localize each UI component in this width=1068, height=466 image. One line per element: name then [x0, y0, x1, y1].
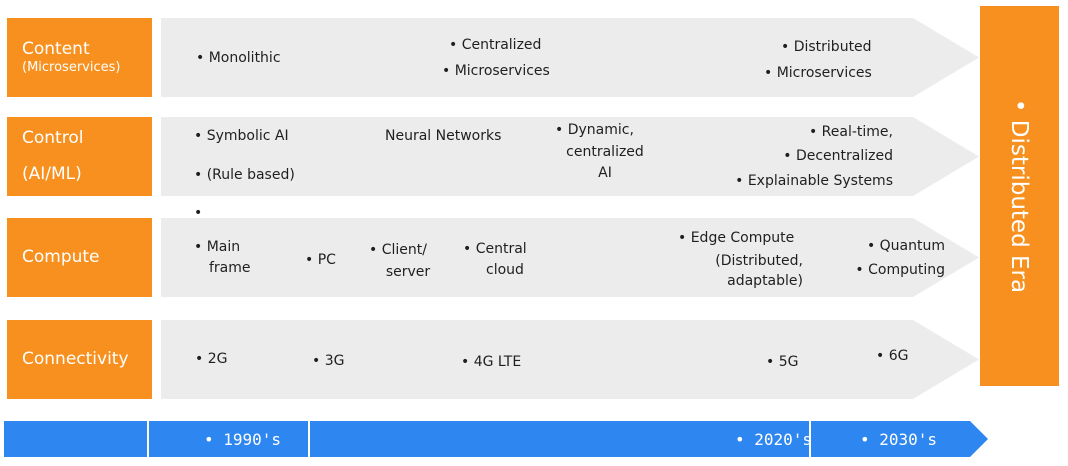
- compute-item-bullet: •: [194, 205, 203, 221]
- band-compute-arrow: [161, 218, 979, 297]
- control-item-explainable: • Explainable Systems: [735, 173, 893, 189]
- content-item-microservices-1: • Microservices: [442, 63, 550, 79]
- row-label-compute-title: Compute: [22, 246, 100, 267]
- compute-item-central: • Central: [463, 241, 527, 257]
- timeline-label-1990s: • 1990's: [204, 430, 282, 449]
- row-label-connectivity: Connectivity: [7, 320, 152, 399]
- compute-item-server: server: [385, 264, 431, 280]
- row-label-connectivity-title: Connectivity: [22, 348, 129, 369]
- connectivity-item-4g: • 4G LTE: [461, 354, 522, 370]
- band-connectivity: [161, 320, 981, 399]
- timeline-arrow: [4, 421, 994, 461]
- content-item-distributed: • Distributed: [781, 39, 872, 55]
- band-content: [161, 18, 981, 97]
- row-label-content-sub: (Microservices): [22, 60, 121, 75]
- compute-item-adaptable: adaptable): [727, 273, 803, 289]
- control-item-centralized: centralized: [566, 144, 644, 160]
- row-label-control: Control (AI/ML): [7, 117, 152, 196]
- timeline-label-2030s: • 2030's: [860, 430, 938, 449]
- band-connectivity-arrow: [161, 320, 979, 399]
- distributed-era-text: • Distributed Era: [1006, 98, 1033, 294]
- band-content-arrow: [161, 18, 979, 97]
- row-label-content-title: Content: [22, 38, 90, 59]
- compute-item-client: • Client/: [369, 242, 427, 258]
- compute-item-distributed: (Distributed,: [715, 253, 803, 269]
- connectivity-item-3g: • 3G: [312, 353, 345, 369]
- connectivity-item-2g: • 2G: [195, 351, 228, 367]
- compute-item-pc: • PC: [305, 252, 336, 268]
- timeline-label-2020s: • 2020's: [735, 430, 813, 449]
- band-control-arrow: [161, 117, 979, 196]
- compute-item-quantum: • Quantum: [866, 238, 945, 254]
- control-item-ai: AI: [598, 165, 612, 181]
- control-item-real-time: • Real-time,: [808, 124, 893, 140]
- control-item-rule-based: • (Rule based): [194, 167, 295, 183]
- distributed-era-box: • Distributed Era: [980, 6, 1059, 386]
- band-compute: [161, 218, 981, 297]
- compute-item-cloud: cloud: [486, 262, 524, 278]
- connectivity-item-6g: • 6G: [876, 348, 909, 364]
- band-control: [161, 117, 981, 196]
- compute-item-frame: frame: [209, 260, 251, 276]
- row-label-control-title: Control: [22, 128, 84, 149]
- control-item-neural-networks: Neural Networks: [385, 128, 502, 144]
- compute-item-main: • Main: [194, 239, 241, 255]
- distributed-era-text-wrap: • Distributed Era: [980, 6, 1059, 386]
- compute-item-computing: • Computing: [855, 262, 945, 278]
- row-label-content: Content (Microservices): [7, 18, 152, 97]
- row-label-compute: Compute: [7, 218, 152, 297]
- content-item-monolithic: • Monolithic: [196, 50, 281, 66]
- control-item-decentralized: • Decentralized: [783, 148, 893, 164]
- row-label-control-sub: (AI/ML): [22, 163, 82, 184]
- compute-item-edge: • Edge Compute: [678, 230, 795, 246]
- content-item-microservices-2: • Microservices: [764, 65, 872, 81]
- control-item-dynamic: • Dynamic,: [555, 122, 634, 138]
- timeline-arrow-shape: [4, 421, 988, 457]
- content-item-centralized: • Centralized: [449, 37, 542, 53]
- control-item-symbolic-ai: • Symbolic AI: [194, 128, 289, 144]
- connectivity-item-5g: • 5G: [766, 354, 799, 370]
